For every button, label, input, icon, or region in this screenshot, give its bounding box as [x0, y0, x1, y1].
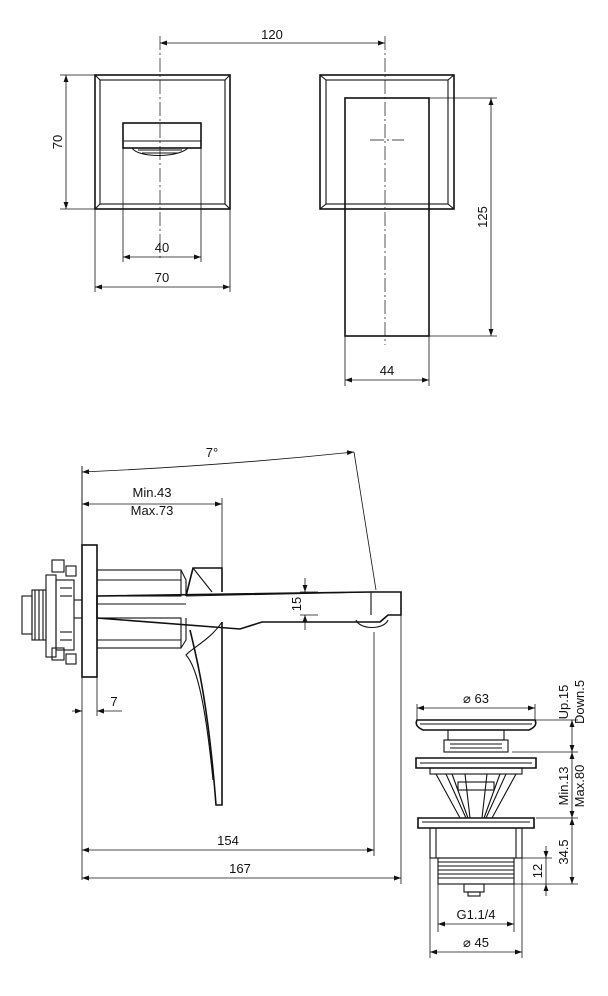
dim-lever-width: 40	[122, 148, 202, 262]
dim-reach-total: 167	[82, 615, 402, 884]
side-view-spout	[96, 591, 402, 630]
dim-plate-width: 70	[94, 209, 231, 292]
drain-body	[435, 773, 517, 819]
drain-lower-body	[417, 817, 535, 897]
dim-drain-right: Up.15 Down.5 Min.13 Max.80 34.5 12	[512, 680, 587, 896]
dim-spout-thickness-label: 15	[289, 597, 304, 611]
dim-drain-stroke-down-label: Down.5	[572, 680, 587, 724]
dim-spout-thickness: 15	[289, 578, 318, 630]
dim-drain-lower-height-label: 34.5	[556, 839, 571, 864]
dim-reach-inner: 154	[82, 632, 375, 856]
dim-drain-body-min-label: Min.13	[556, 766, 571, 805]
dim-depth-max-label: Max.73	[131, 503, 174, 518]
drain-stem	[443, 729, 509, 753]
dim-lever-width-label: 40	[155, 240, 169, 255]
drain-cap	[415, 719, 537, 731]
dim-angle: 7°	[81, 445, 377, 591]
front-view-lever	[122, 122, 202, 156]
dim-spacing: 120	[159, 27, 386, 345]
side-view-mixer-body	[96, 569, 187, 649]
dim-drain-bottom-diameter-label: ⌀ 45	[463, 935, 489, 950]
dim-plate-thickness-label: 7	[110, 694, 117, 709]
dim-spout-width: 44	[344, 336, 430, 386]
dim-plate-height-label: 70	[50, 135, 65, 149]
side-view-wall-plate	[74, 544, 98, 678]
dim-drain-bottom-diameter: ⌀ 45	[429, 858, 523, 958]
drain-flange	[415, 757, 537, 775]
dim-drain-cap-diameter-label: ⌀ 63	[463, 691, 489, 706]
dim-spout-length-label: 125	[475, 206, 490, 228]
dim-spacing-label: 120	[261, 27, 283, 42]
dim-depth-min-label: Min.43	[132, 485, 171, 500]
side-view-lever	[185, 567, 223, 806]
front-view-spout-plate	[319, 74, 455, 210]
dim-spout-width-label: 44	[380, 363, 394, 378]
dim-depth: Min.43 Max.73	[81, 466, 223, 880]
dim-drain-body-max-label: Max.80	[572, 765, 587, 808]
dim-reach-inner-label: 154	[217, 833, 239, 848]
front-view-spout	[344, 97, 430, 337]
dim-drain-thread: G1.1/4	[437, 884, 515, 932]
dim-reach-total-label: 167	[229, 861, 251, 876]
dim-drain-thread-label: G1.1/4	[456, 907, 495, 922]
dim-plate-height: 70	[50, 74, 95, 210]
dim-drain-stroke-up-label: Up.15	[556, 685, 571, 720]
side-view-connector	[21, 559, 77, 665]
dim-plate-thickness: 7	[72, 677, 122, 716]
dim-plate-width-label: 70	[155, 270, 169, 285]
dim-drain-thread-height-label: 12	[530, 864, 545, 878]
dim-drain-cap-diameter: ⌀ 63	[416, 691, 536, 720]
dim-angle-label: 7°	[206, 445, 218, 460]
dim-spout-length: 125	[429, 97, 497, 337]
front-view-plate	[94, 74, 231, 210]
